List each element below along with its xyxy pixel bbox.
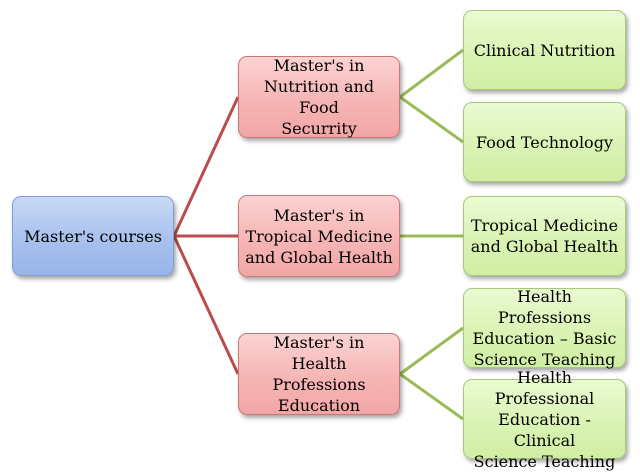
specialization-node-tropical-medicine: Tropical Medicine and Global Health [463, 196, 626, 276]
connector-root-to-program-health [172, 235, 240, 375]
specialization-node-basic-science-teaching: Health Professions Education – Basic Sci… [463, 287, 626, 369]
connector-nutrition-to-clinical [399, 48, 464, 99]
program-node-nutrition: Master's in Nutrition and Food Securrity [238, 56, 400, 138]
connector-health-to-clinical [399, 372, 464, 421]
connector-root-to-program-nutrition [172, 96, 240, 237]
connector-health-to-basic [399, 326, 464, 376]
root-node-masters-courses: Master's courses [12, 196, 174, 276]
program-node-tropical-medicine: Master's in Tropical Medicine and Global… [238, 195, 400, 277]
specialization-node-food-technology: Food Technology [463, 102, 626, 182]
specialization-node-clinical-science-teaching: Health Professional Education - Clinical… [463, 368, 626, 471]
specialization-node-clinical-nutrition: Clinical Nutrition [463, 10, 626, 90]
program-node-health-professions: Master's in Health Professions Education [238, 333, 400, 415]
connector-nutrition-to-food-tech [399, 95, 464, 144]
